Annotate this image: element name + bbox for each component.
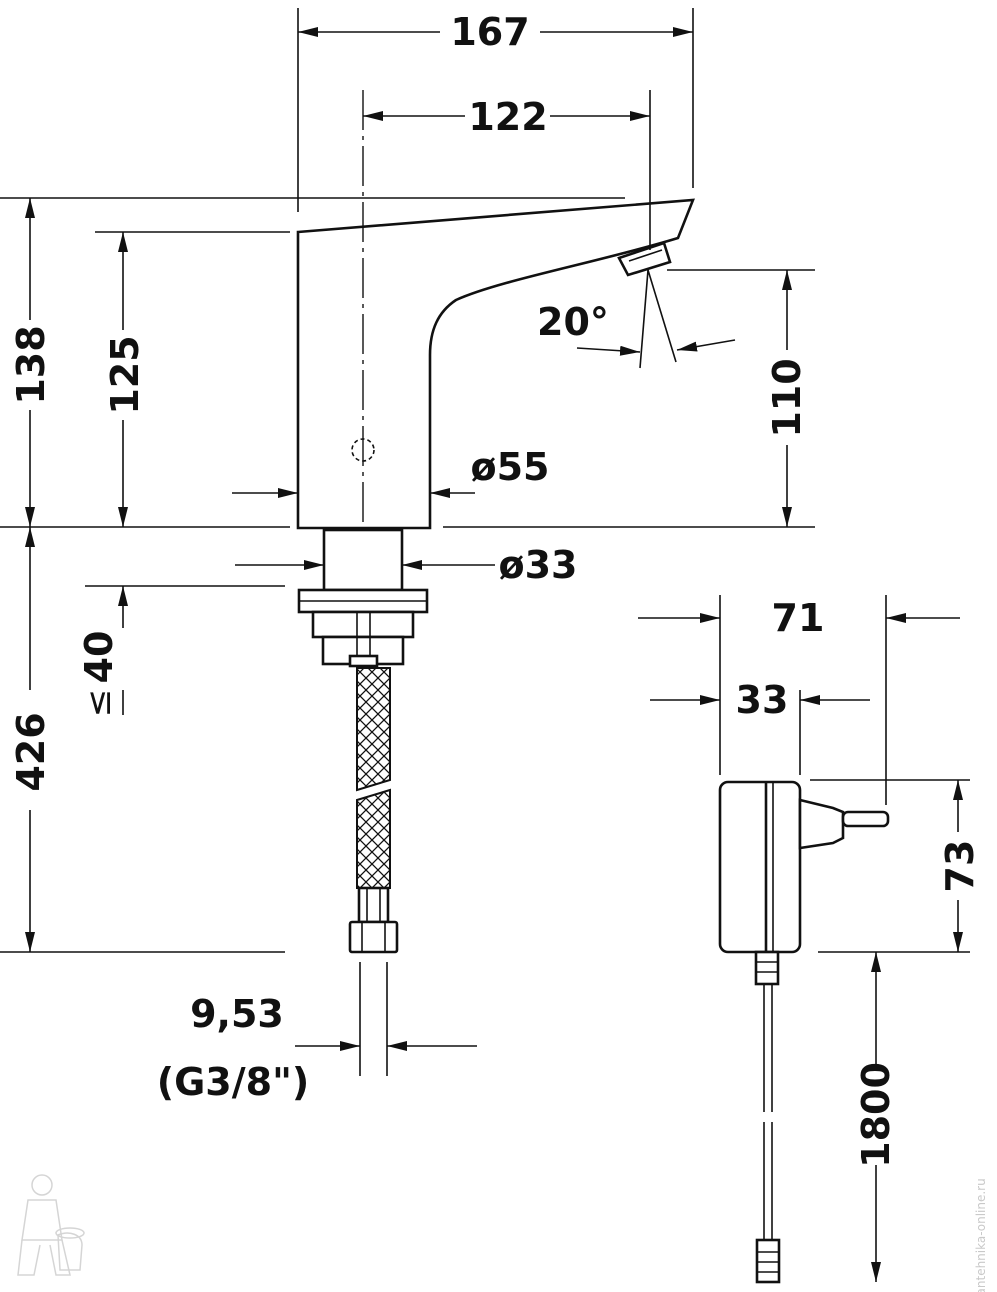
dimension-33: 33 xyxy=(650,678,870,722)
dimension-71: 71 xyxy=(638,596,960,640)
cable-connector xyxy=(755,1238,781,1284)
dim-label-167: 167 xyxy=(450,10,529,54)
adapter-body xyxy=(718,780,802,954)
dim-label-angle: 20° xyxy=(537,300,609,344)
dim-label-connection-thread: (G3/8") xyxy=(157,1060,309,1104)
dim-label-426: 426 xyxy=(9,712,53,791)
dimension-angle: 20° xyxy=(537,300,736,356)
dimension-dia55: ø55 xyxy=(232,445,550,498)
adapter-plug-base xyxy=(798,798,845,850)
dimension-122: 122 xyxy=(363,95,650,139)
power-adapter-drawing xyxy=(718,780,890,1284)
extension-lines xyxy=(0,8,815,953)
cable-strain-relief xyxy=(754,950,780,986)
dim-label-worktop-symbol: ≤ xyxy=(79,689,119,718)
dimension-worktop: 40 ≤ xyxy=(77,586,128,718)
dimension-dia33: ø33 xyxy=(235,543,578,587)
shank xyxy=(322,528,404,592)
dim-label-71: 71 xyxy=(772,596,825,640)
dim-label-worktop: 40 xyxy=(77,631,121,684)
dimension-1800: 1800 xyxy=(854,952,898,1282)
dimension-167: 167 xyxy=(298,10,693,54)
dimension-connection: 9,53 (G3/8") xyxy=(157,992,477,1104)
dim-label-125: 125 xyxy=(103,335,147,414)
dimension-426: 426 xyxy=(9,527,53,952)
dimension-73: 73 xyxy=(938,780,982,952)
faucet-drawing xyxy=(296,90,695,1076)
dim-label-138: 138 xyxy=(9,325,53,404)
dim-label-1800: 1800 xyxy=(854,1062,898,1168)
dim-label-dia33: ø33 xyxy=(499,543,578,587)
faucet-body xyxy=(296,198,695,530)
adapter-extension-lines xyxy=(719,595,970,953)
hose-nut xyxy=(348,920,399,954)
plumber-mascot-icon xyxy=(17,1174,85,1276)
dim-label-122: 122 xyxy=(468,95,547,139)
adapter-plug-pin xyxy=(841,810,890,828)
hose-collar xyxy=(348,654,379,668)
dim-label-110: 110 xyxy=(765,358,809,437)
dim-label-33: 33 xyxy=(736,678,789,722)
braided-hose-lower xyxy=(356,788,391,889)
dim-label-73: 73 xyxy=(938,840,982,893)
dimension-138: 138 xyxy=(9,198,53,527)
dim-label-dia55: ø55 xyxy=(471,445,550,489)
braided-hose-upper xyxy=(356,667,391,792)
watermark-text: santehnika-online.ru xyxy=(974,1178,988,1292)
dimension-125: 125 xyxy=(103,232,147,527)
dimension-110: 110 xyxy=(765,270,809,527)
dim-label-connection-size: 9,53 xyxy=(190,992,284,1036)
fixing-nut xyxy=(311,610,415,639)
hose-fitting xyxy=(357,886,390,924)
